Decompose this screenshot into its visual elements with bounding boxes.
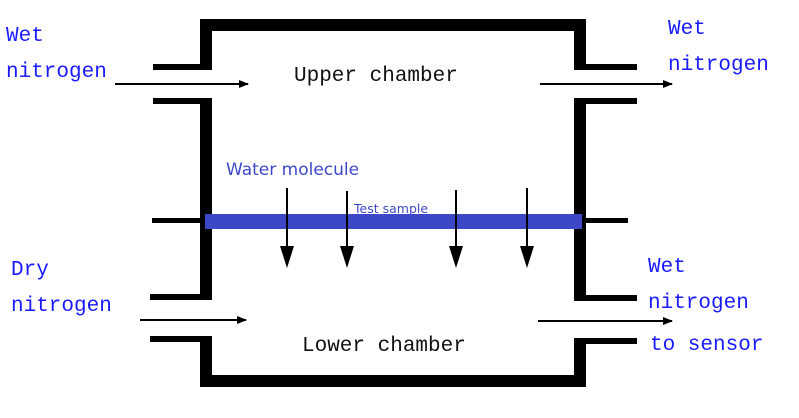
lower-outlet-label-line2: nitrogen [648, 292, 749, 315]
upper-inlet-label-line1: Wet [6, 25, 44, 48]
water-molecule-label: Water molecule [226, 160, 359, 180]
left-wall-top-segment [200, 19, 212, 70]
water-arrow-head [520, 246, 534, 268]
water-arrow-head [449, 246, 463, 268]
right-wall-middle-segment [574, 98, 586, 301]
lower-inlet-label-line2: nitrogen [11, 295, 112, 318]
flow-arrows [115, 80, 673, 325]
water-arrow-head [280, 246, 294, 268]
test-sample-membrane [205, 214, 582, 229]
test-sample-label: Test sample [353, 201, 428, 216]
lower-outlet-label-line3: to sensor [650, 334, 763, 357]
upper-inlet-port-top [153, 64, 212, 70]
upper-chamber-label: Upper chamber [294, 65, 458, 88]
upper-outlet-label-line1: Wet [668, 18, 706, 41]
water-molecule-arrows [280, 188, 534, 268]
left-clamp-stub [152, 218, 202, 223]
lower-inlet-label-line1: Dry [11, 259, 49, 282]
lower-outlet-port-bottom [574, 338, 637, 344]
upper-outlet-label-line2: nitrogen [668, 54, 769, 77]
chamber-walls [150, 19, 637, 387]
lower-inlet-port-top [150, 294, 212, 300]
upper-outlet-port-top [574, 64, 637, 70]
lower-outlet-port-top [574, 295, 637, 301]
lower-outlet-label-line1: Wet [648, 256, 686, 279]
top-wall [200, 19, 586, 31]
lower-inlet-port-bottom [150, 336, 212, 342]
upper-outlet-port-bottom [574, 98, 637, 104]
right-wall-bottom-segment [574, 338, 586, 387]
left-wall-middle-segment [200, 98, 212, 300]
water-arrow-head [340, 246, 354, 268]
upper-inlet-label-line2: nitrogen [6, 61, 107, 84]
upper-inlet-port-bottom [153, 98, 212, 104]
bottom-wall [200, 375, 586, 387]
right-wall-top-segment [574, 19, 586, 70]
right-clamp-stub [586, 218, 628, 223]
left-wall-bottom-segment [200, 336, 212, 387]
lower-chamber-label: Lower chamber [302, 335, 466, 358]
